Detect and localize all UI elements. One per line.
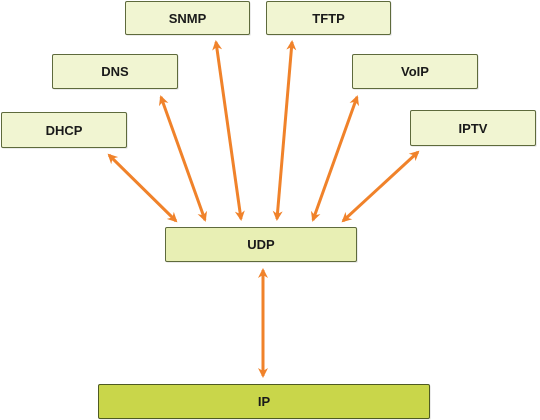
ip-label: IP [257, 394, 271, 409]
arrow-tftp-udp [272, 40, 297, 221]
snmp-box: SNMP [125, 1, 250, 35]
dns-box: DNS [52, 54, 178, 89]
iptv-box: IPTV [410, 110, 536, 146]
arrow-iptv-udp [341, 150, 420, 223]
tftp-box: TFTP [266, 1, 391, 35]
dhcp-label: DHCP [45, 122, 83, 138]
dhcp-box: DHCP [1, 112, 127, 148]
voip-box: VoIP [352, 54, 478, 89]
snmp-label: SNMP [168, 10, 207, 26]
udp-box: UDP [165, 227, 357, 262]
arrow-voip-udp [310, 95, 360, 222]
iptv-label: IPTV [458, 120, 488, 136]
ip-box: IP [98, 384, 430, 419]
dns-label: DNS [101, 64, 129, 79]
arrow-dns-udp [158, 95, 208, 222]
arrow-dhcp-udp [107, 153, 178, 223]
voip-label: VoIP [401, 64, 429, 79]
tftp-label: TFTP [312, 10, 345, 26]
arrow-snmp-udp [212, 40, 245, 221]
udp-label: UDP [247, 237, 275, 252]
